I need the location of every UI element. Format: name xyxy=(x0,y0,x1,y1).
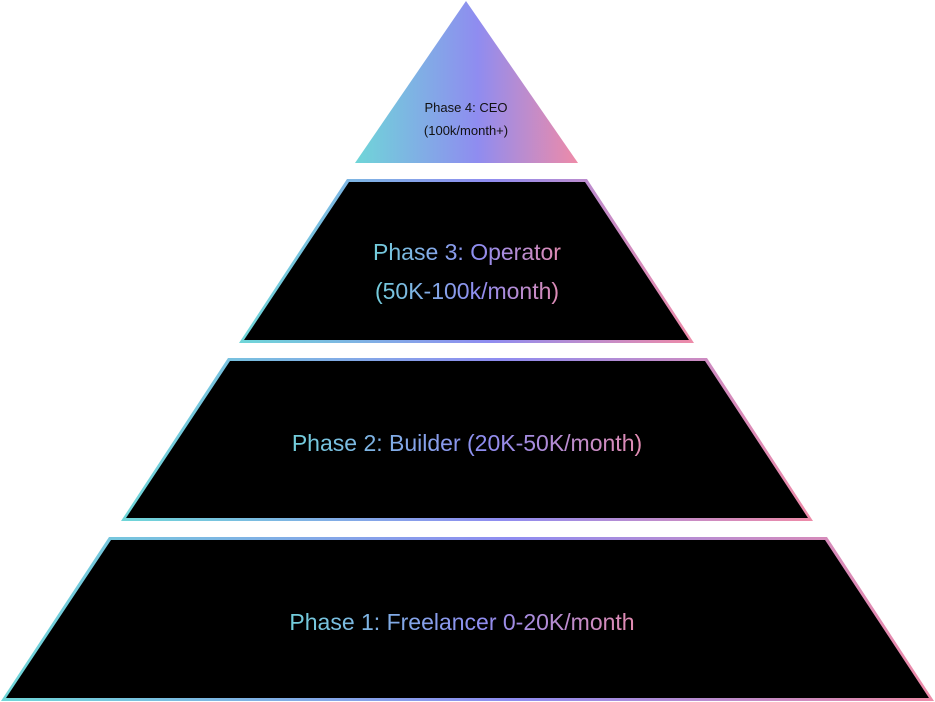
tier-phase-1-label: Phase 1: Freelancer 0-20K/month xyxy=(289,609,634,635)
tier-phase-2: Phase 2: Builder (20K-50K/month) xyxy=(121,358,813,521)
tier-phase-4-shape xyxy=(355,1,578,163)
tier-phase-2-label: Phase 2: Builder (20K-50K/month) xyxy=(292,430,642,456)
tier-phase-3-label-line-1: Phase 3: Operator xyxy=(373,239,561,265)
tier-phase-4: Phase 4: CEO (100k/month+) xyxy=(355,1,578,163)
tier-phase-1: Phase 1: Freelancer 0-20K/month xyxy=(1,537,934,701)
tier-phase-4-label-line-2: (100k/month+) xyxy=(424,123,508,138)
tier-phase-4-label-line-1: Phase 4: CEO xyxy=(424,100,507,115)
tier-phase-1-shape xyxy=(6,540,929,698)
tier-phase-3: Phase 3: Operator (50K-100k/month) xyxy=(239,179,694,343)
tier-phase-2-shape xyxy=(126,361,808,518)
tier-phase-3-label-line-2: (50K-100k/month) xyxy=(375,278,559,304)
tier-phase-3-shape xyxy=(244,182,689,340)
